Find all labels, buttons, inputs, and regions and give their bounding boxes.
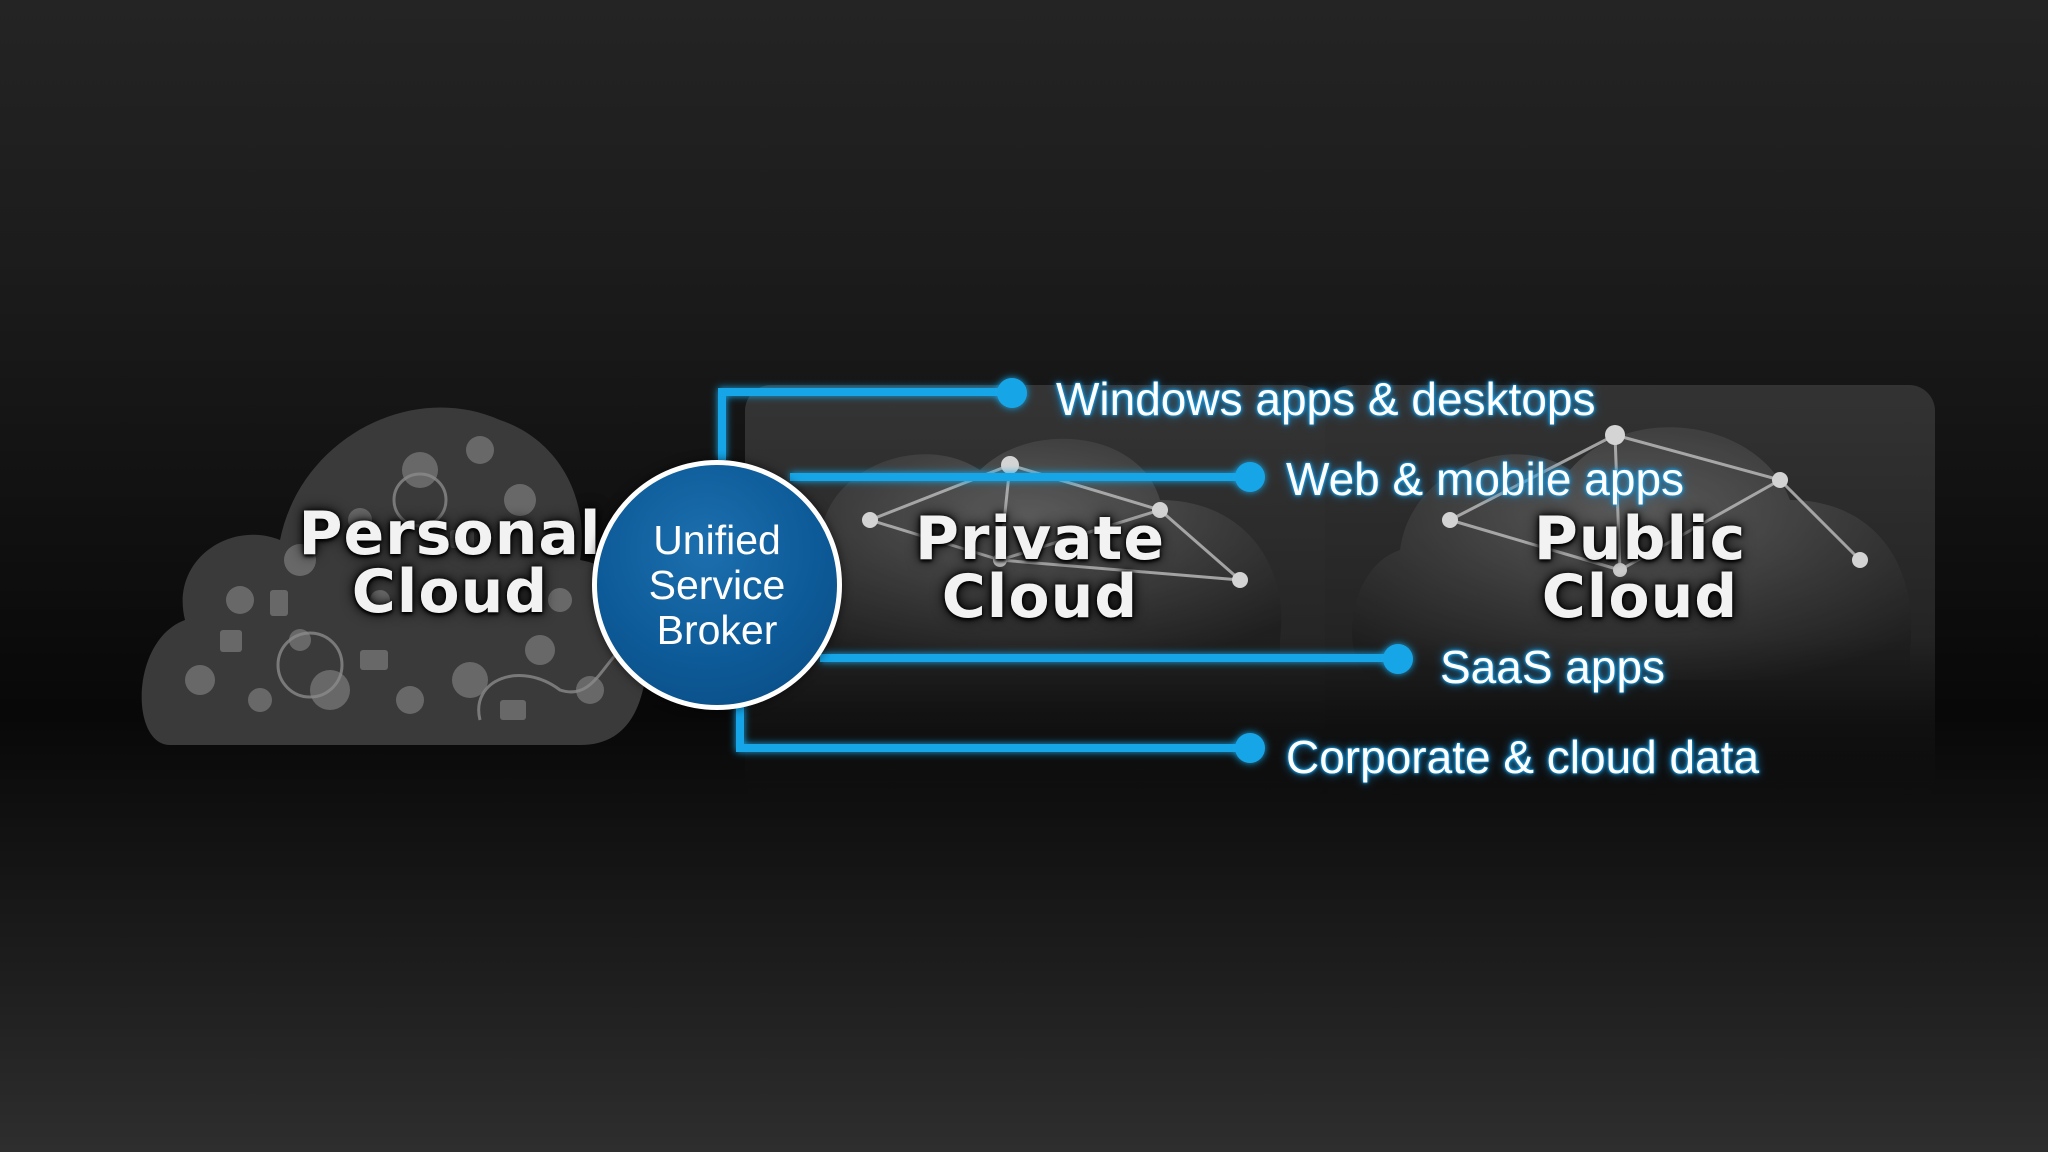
node-saas <box>1383 644 1413 674</box>
node-windows <box>997 378 1027 408</box>
broker-line-1: Unified <box>653 516 781 563</box>
private-cloud-title-line-1: Private <box>914 504 1166 574</box>
personal-cloud-title: Personal Cloud <box>260 499 640 627</box>
service-label-data: Corporate & cloud data <box>1286 731 1760 783</box>
public-cloud-title-line-2: Cloud <box>1541 562 1739 632</box>
public-cloud-title: Public Cloud <box>1480 504 1800 632</box>
service-label-saas: SaaS apps <box>1440 641 1666 693</box>
service-label-web-mobile: Web & mobile apps <box>1286 453 1685 505</box>
unified-service-broker-circle: Unified Service Broker <box>592 460 842 710</box>
node-data <box>1235 733 1265 763</box>
personal-cloud-icon-mosaic <box>141 407 648 745</box>
personal-cloud-title-line-2: Cloud <box>351 557 549 627</box>
node-web <box>1235 462 1265 492</box>
connector-windows <box>718 388 1012 460</box>
connector-data <box>736 700 1248 752</box>
broker-line-3: Broker <box>656 606 778 653</box>
connector-nodes <box>997 378 1413 763</box>
personal-cloud-title-line-1: Personal <box>298 499 602 569</box>
private-cloud-title: Private Cloud <box>880 504 1200 632</box>
private-cloud-title-line-2: Cloud <box>941 562 1139 632</box>
public-cloud-title-line-1: Public <box>1533 504 1747 574</box>
connector-lines <box>718 388 1396 752</box>
broker-line-2: Service <box>648 561 786 608</box>
service-label-windows: Windows apps & desktops <box>1056 373 1596 425</box>
public-cloud-network-icon <box>1352 425 1912 680</box>
